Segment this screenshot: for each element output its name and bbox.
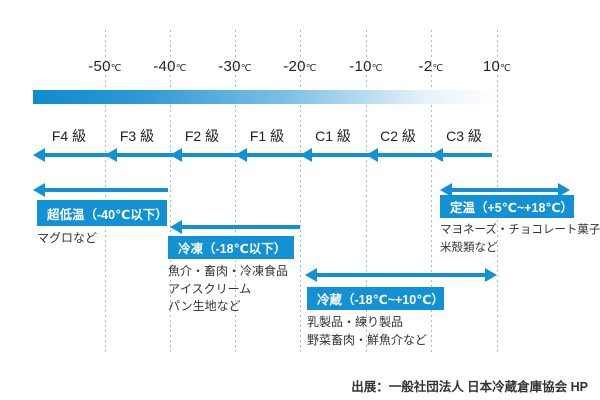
tick-value: -40: [153, 58, 176, 75]
zone-arrow-chilled: [314, 273, 488, 277]
tick-label: -2℃: [419, 58, 444, 75]
zone-items-chilled: 乳製品・練り製品 野菜畜肉・鮮魚介など: [307, 314, 427, 349]
tick-label: -40℃: [153, 58, 187, 75]
tick-label: -50℃: [88, 58, 122, 75]
tick-value: -50: [88, 58, 111, 75]
grade-label-c2: C2 級: [380, 128, 416, 144]
temperature-gridline: [366, 30, 367, 355]
zone-item: 乳製品・練り製品: [307, 315, 404, 329]
zone-item: 魚介・畜肉・冷凍食品: [168, 264, 289, 278]
arrowhead-left-icon: [440, 183, 452, 197]
tick-label: -10℃: [349, 58, 383, 75]
arrowhead-left-icon: [431, 148, 443, 162]
grade-label-f3: F3 級: [119, 128, 155, 144]
zone-item: マヨネーズ・チョコレート菓子: [440, 224, 600, 236]
zone-item: パン生地など: [168, 299, 241, 313]
arrowhead-left-icon: [33, 183, 45, 197]
tick-unit: ℃: [432, 63, 444, 74]
grade-label-f4: F4 級: [51, 128, 87, 144]
tick-label: -30℃: [218, 58, 252, 75]
tick-value: -10: [349, 58, 372, 75]
tick-unit: ℃: [175, 63, 187, 74]
zone-item: 米殻類など: [440, 241, 498, 254]
tick-value: -20: [283, 58, 306, 75]
zone-arrow-frozen: [179, 225, 300, 229]
tick-value: 10: [482, 58, 501, 75]
temperature-gridline: [105, 30, 106, 355]
zone-box-frozen: 冷凍（-18℃以下）: [168, 236, 294, 259]
temperature-gridline: [497, 30, 498, 355]
grade-label-f1: F1 級: [249, 128, 285, 144]
source-credit: 出展：一般社団法人 日本冷蔵倉庫協会 HP: [351, 380, 588, 394]
arrowhead-right-icon: [485, 268, 497, 282]
tick-value: -2: [418, 58, 433, 75]
zone-box-ultra-low: 超低温（-40℃以下）: [37, 200, 168, 226]
arrowhead-right-icon: [558, 183, 570, 197]
tick-unit: ℃: [305, 63, 317, 74]
tick-unit: ℃: [240, 63, 252, 74]
arrowhead-left-icon: [235, 148, 247, 162]
grade-label-f2: F2 級: [184, 128, 220, 144]
tick-value: -30: [218, 58, 241, 75]
arrowhead-left-icon: [170, 220, 182, 234]
zone-items-frozen: 魚介・畜肉・冷凍食品 アイスクリーム パン生地など: [168, 263, 288, 316]
temperature-gridline: [431, 30, 432, 355]
tick-unit: ℃: [110, 63, 122, 74]
zone-arrow-ultra-low: [42, 188, 168, 192]
tick-unit: ℃: [371, 63, 383, 74]
zone-box-chilled: 冷蔵（-18℃~+10℃）: [307, 287, 444, 310]
zone-item: マグロなど: [37, 231, 98, 245]
zone-arrow-constant: [449, 188, 561, 192]
grade-label-c3: C3 級: [446, 128, 482, 144]
arrowhead-left-icon: [33, 148, 45, 162]
arrowhead-left-icon: [105, 148, 117, 162]
tick-label: -20℃: [283, 58, 317, 75]
temperature-gridline: [235, 30, 236, 355]
tick-unit: ℃: [500, 63, 512, 74]
tick-label: 10℃: [483, 58, 511, 75]
temperature-gridline: [170, 30, 171, 355]
arrowhead-left-icon: [366, 148, 378, 162]
zone-items-ultra-low: マグロなど: [37, 230, 97, 248]
grade-arrow-line: [42, 153, 492, 157]
temperature-gradient-bar: [33, 90, 497, 104]
grade-label-c1: C1 級: [315, 128, 351, 144]
zone-item: アイスクリーム: [168, 281, 252, 296]
arrowhead-left-icon: [170, 148, 182, 162]
zone-box-constant: 定温（+5℃~+18℃）: [440, 195, 574, 218]
zone-items-constant: マヨネーズ・チョコレート菓子 米殻類など: [440, 222, 600, 257]
zone-item: 野菜畜肉・鮮魚介など: [307, 332, 428, 347]
arrowhead-left-icon: [305, 268, 317, 282]
temperature-gridline: [300, 30, 301, 355]
arrowhead-left-icon: [300, 148, 312, 162]
